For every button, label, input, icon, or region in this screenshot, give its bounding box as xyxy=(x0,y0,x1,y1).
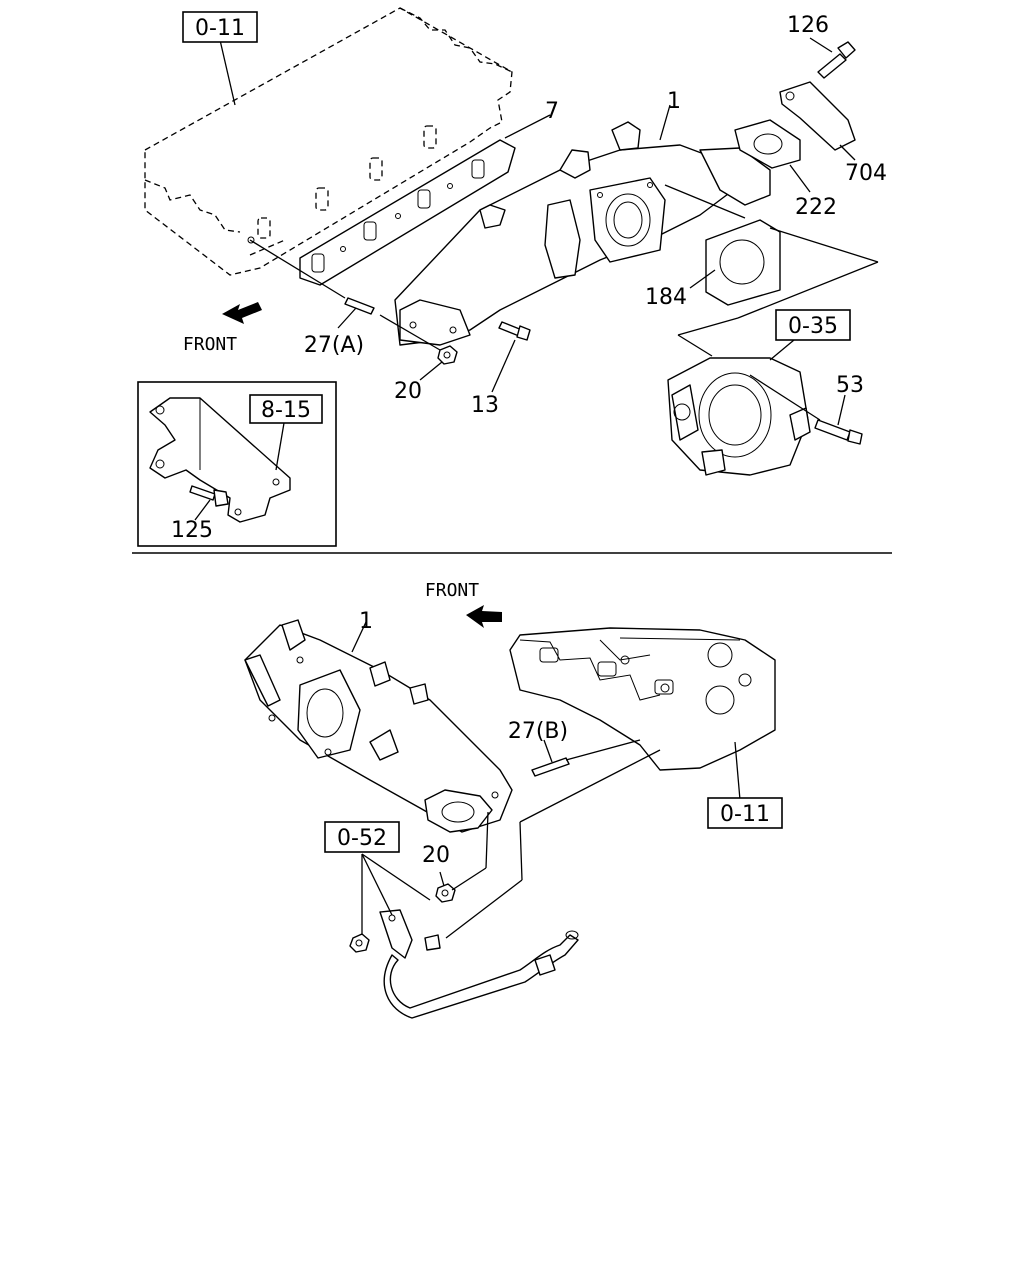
ref-box-0-35: 0-35 xyxy=(775,309,851,341)
callout-53: 53 xyxy=(836,373,864,398)
ref-label-0-35: 0-35 xyxy=(788,314,838,339)
callout-222: 222 xyxy=(795,195,837,220)
stud-27a xyxy=(344,297,375,315)
callout-184: 184 xyxy=(645,285,687,310)
throttle-gasket-184 xyxy=(705,219,781,306)
callout-125: 125 xyxy=(171,518,213,543)
throttle-body xyxy=(667,357,811,476)
front-label-bottom: FRONT xyxy=(425,580,479,601)
front-label-top: FRONT xyxy=(183,334,237,355)
bracket-704 xyxy=(779,81,856,151)
callout-13: 13 xyxy=(471,393,499,418)
ref-box-0-11-bottom: 0-11 xyxy=(707,797,783,829)
bolt-126 xyxy=(817,41,856,79)
intake-manifold-bottom xyxy=(244,619,513,833)
intake-manifold xyxy=(394,121,771,346)
callout-20: 20 xyxy=(394,379,422,404)
ref-label-0-11-bottom: 0-11 xyxy=(720,802,770,827)
nut-20-bottom xyxy=(435,883,456,903)
nut-20 xyxy=(437,345,458,365)
manifold-gasket xyxy=(299,139,516,286)
callout-1-bottom: 1 xyxy=(359,609,373,634)
stud-27b xyxy=(531,757,570,777)
nut-0-52 xyxy=(349,933,370,953)
cylinder-head-outline xyxy=(144,7,513,276)
bottom-leader-lines xyxy=(351,621,741,939)
front-arrow-bottom xyxy=(466,605,502,628)
top-section: 0-11 0-35 126 7 1 704 222 184 53 27(A) 2… xyxy=(137,7,887,547)
front-arrow-top xyxy=(222,302,262,324)
callout-27b: 27(B) xyxy=(508,719,568,744)
cylinder-head-bottom xyxy=(509,627,776,771)
callout-7: 7 xyxy=(545,99,559,124)
ref-box-0-52: 0-52 xyxy=(324,821,400,853)
bolt-53 xyxy=(814,419,863,445)
flange-gasket-222 xyxy=(734,119,801,169)
top-leader-lines xyxy=(219,37,879,426)
bottom-section: FRONT xyxy=(244,580,783,1019)
callout-126: 126 xyxy=(787,13,829,38)
ref-label-0-11: 0-11 xyxy=(195,16,245,41)
callout-27a: 27(A) xyxy=(304,333,364,358)
callout-1: 1 xyxy=(667,89,681,114)
inset-bracket-panel: 8-15 125 xyxy=(137,381,337,547)
ref-label-8-15: 8-15 xyxy=(261,398,311,423)
egr-pipe xyxy=(379,909,579,1019)
ref-box-0-11-top: 0-11 xyxy=(182,11,258,43)
ref-label-0-52: 0-52 xyxy=(337,826,387,851)
bolt-13 xyxy=(498,321,531,341)
callout-704: 704 xyxy=(845,161,887,186)
callout-20-bottom: 20 xyxy=(422,843,450,868)
